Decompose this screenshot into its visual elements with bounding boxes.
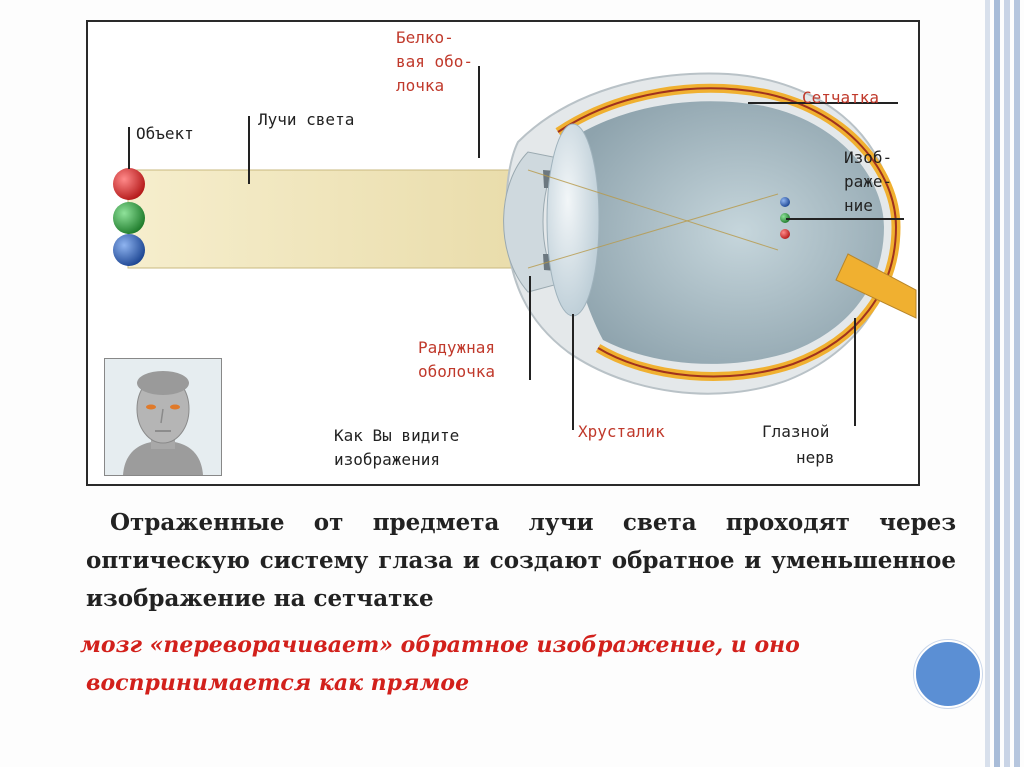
label-optic-nerve-1: Глазной: [762, 422, 830, 441]
label-how-you-see-1: Как Вы видите: [334, 426, 460, 445]
label-object: Объект: [136, 124, 194, 143]
decorative-stripes: [978, 0, 1024, 767]
eye-diagram: Объект Лучи света Белко- вая обо- лочка …: [86, 20, 920, 486]
iris-leader: [529, 276, 531, 380]
label-how-you-see-2: изображения: [334, 450, 440, 469]
face-thumbnail: [104, 358, 222, 476]
label-sclera-2: вая обо-: [396, 52, 474, 71]
optic-nerve-leader: [854, 318, 856, 426]
label-iris-2: оболочка: [418, 362, 496, 381]
label-light-rays: Лучи света: [258, 110, 355, 129]
image-leader: [786, 218, 904, 220]
emphasis-text: мозг «переворачивает» обратное изображен…: [80, 626, 920, 702]
lens-leader: [572, 314, 574, 430]
sclera-leader: [478, 66, 480, 158]
main-text-line: Отраженные от предмета лучи света проход…: [86, 509, 956, 612]
face-image: [105, 359, 221, 475]
label-image-3: ние: [844, 196, 873, 215]
emphasis-line-2: воспринимается как прямое: [86, 670, 470, 696]
object-red-ball: [113, 168, 145, 200]
label-iris-1: Радужная: [418, 338, 496, 357]
main-text: Отраженные от предмета лучи света проход…: [86, 504, 956, 618]
label-optic-nerve-2: нерв: [796, 448, 835, 467]
rays-leader: [248, 116, 250, 184]
decorative-circle: [914, 640, 982, 708]
label-retina: Сетчатка: [802, 88, 880, 107]
label-image-2: раже-: [844, 172, 893, 191]
label-lens: Хрусталик: [578, 422, 665, 441]
label-sclera-3: лочка: [396, 76, 445, 95]
object-green-ball: [113, 202, 145, 234]
emphasis-line-1: мозг «переворачивает» обратное изображен…: [80, 632, 800, 658]
light-beam: [127, 169, 529, 269]
eye-illustration: [113, 72, 917, 395]
label-image-1: Изоб-: [844, 148, 893, 167]
label-sclera-1: Белко-: [396, 28, 454, 47]
object-leader: [128, 127, 130, 169]
retina-leader: [748, 102, 898, 104]
object-blue-ball: [113, 234, 145, 266]
